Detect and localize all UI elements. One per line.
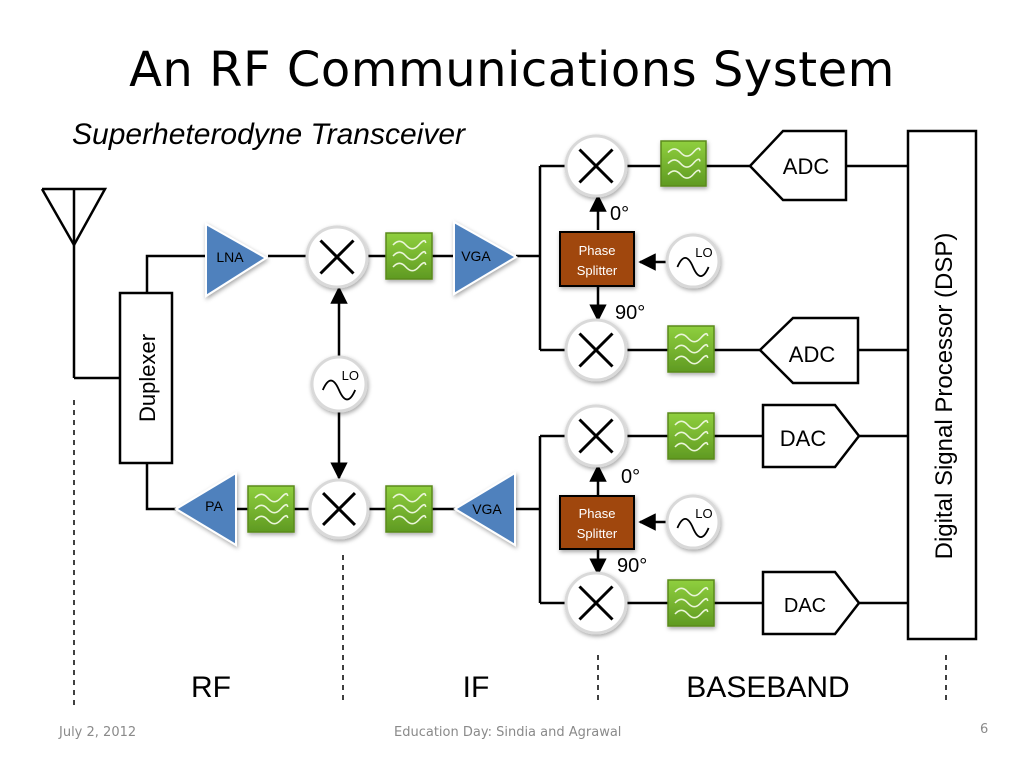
- adc-label-bottom: ADC: [789, 342, 836, 367]
- lo-label: LO: [342, 368, 359, 383]
- rx-phase-0-label: 0°: [610, 203, 629, 225]
- filter-wave-icon: [392, 492, 427, 503]
- rx-rf-mixer: [305, 225, 369, 289]
- tx-lo-oscillator: LO: [665, 494, 721, 550]
- slide-subtitle: Superheterodyne Transceiver: [72, 118, 465, 151]
- antenna-icon: [40, 187, 108, 248]
- sine-wave-icon: [321, 379, 357, 401]
- tx-phase-splitter-line2: Splitter: [577, 526, 618, 541]
- filter-wave-icon: [674, 441, 709, 452]
- footer-center: Education Day: Sindia and Agrawal: [394, 725, 622, 740]
- pa-amplifier: PA: [174, 471, 237, 547]
- filter-wave-icon: [674, 597, 709, 608]
- filter-wave-icon: [674, 430, 709, 441]
- signal-arrows: [330, 194, 666, 576]
- adc-label-top: ADC: [783, 154, 830, 179]
- dsp-block: Digital Signal Processor (DSP): [906, 129, 978, 641]
- pa-label: PA: [205, 498, 223, 514]
- adc-block-bottom: ADC: [758, 316, 860, 385]
- rx-vga-label: VGA: [461, 248, 491, 264]
- tx-iq-mixer-q: [564, 571, 628, 635]
- filter-wave-icon: [254, 492, 289, 503]
- rx-phase-splitter: Phase Splitter: [559, 231, 635, 287]
- filter-wave-icon: [254, 514, 289, 525]
- tx-phase-splitter-line1: Phase: [579, 506, 616, 521]
- footer-date: July 2, 2012: [59, 725, 137, 740]
- filter-wave-icon: [667, 158, 701, 168]
- dac-block-bottom: DAC: [761, 570, 861, 636]
- dac-label-top: DAC: [780, 426, 827, 451]
- section-label-rf: RF: [191, 671, 231, 704]
- rx-vga-amplifier: VGA: [453, 220, 518, 296]
- section-label-baseband: BASEBAND: [686, 671, 849, 704]
- lo-blocks: LO LO LO: [310, 233, 721, 550]
- adc-block-top: ADC: [748, 129, 848, 202]
- sine-wave-icon: [676, 518, 710, 538]
- page-number: 6: [980, 722, 989, 737]
- filter-wave-icon: [667, 147, 701, 157]
- dac-label-bottom: DAC: [784, 595, 826, 617]
- tx-rf-filter: [247, 485, 295, 533]
- tx-baseband-filter-i: [667, 412, 715, 460]
- tx-phase-0-label: 0°: [621, 466, 640, 488]
- rx-iq-mixer-q: [564, 318, 628, 382]
- lna-label: LNA: [216, 249, 244, 265]
- filter-wave-icon: [392, 514, 427, 525]
- rx-if-filter: [385, 232, 433, 280]
- filter-wave-icon: [674, 343, 709, 354]
- filter-wave-icon: [674, 608, 709, 619]
- filter-wave-icon: [392, 261, 427, 272]
- duplexer: Duplexer: [118, 291, 174, 465]
- rx-baseband-filter-i: [660, 140, 707, 187]
- rx-phase-splitter-line2: Splitter: [577, 263, 618, 278]
- dac-block-top: DAC: [761, 403, 861, 469]
- tx-baseband-filter-q: [667, 579, 715, 627]
- rx-iq-mixer-i: [564, 134, 628, 198]
- tx-if-filter: [385, 485, 433, 533]
- tx-vga-label: VGA: [472, 501, 502, 517]
- wiring: [72, 164, 908, 605]
- duplexer-label: Duplexer: [135, 334, 160, 422]
- filter-wave-icon: [392, 250, 427, 261]
- slide-title: An RF Communications System: [129, 42, 895, 98]
- tx-phase-splitter: Phase Splitter: [559, 495, 635, 550]
- tx-phase-90-label: 90°: [617, 555, 647, 577]
- filter-wave-icon: [674, 354, 709, 365]
- rx-phase-splitter-line1: Phase: [579, 243, 616, 258]
- filter-wave-icon: [254, 503, 289, 514]
- tx-iq-mixer-i: [564, 404, 628, 468]
- rf-lo-oscillator: LO: [310, 355, 368, 413]
- rx-lo-oscillator: LO: [665, 233, 721, 289]
- section-dividers: [73, 400, 947, 705]
- lna-amplifier: LNA: [205, 222, 268, 298]
- tx-rf-mixer: [308, 478, 370, 540]
- filter-wave-icon: [674, 332, 709, 343]
- filter-wave-icon: [674, 419, 709, 430]
- rx-baseband-filter-q: [667, 325, 715, 373]
- rx-phase-90-label: 90°: [615, 302, 645, 324]
- filter-wave-icon: [667, 169, 701, 179]
- filter-wave-icon: [674, 586, 709, 597]
- filter-blocks: [247, 140, 715, 627]
- lo-label: LO: [695, 245, 712, 260]
- dsp-label: Digital Signal Processor (DSP): [931, 233, 958, 560]
- mixer-blocks: [305, 134, 628, 635]
- filter-wave-icon: [392, 503, 427, 514]
- tx-vga-amplifier: VGA: [453, 471, 516, 547]
- filter-wave-icon: [392, 239, 427, 250]
- section-label-if: IF: [463, 671, 490, 704]
- lo-label: LO: [695, 506, 712, 521]
- sine-wave-icon: [676, 257, 710, 277]
